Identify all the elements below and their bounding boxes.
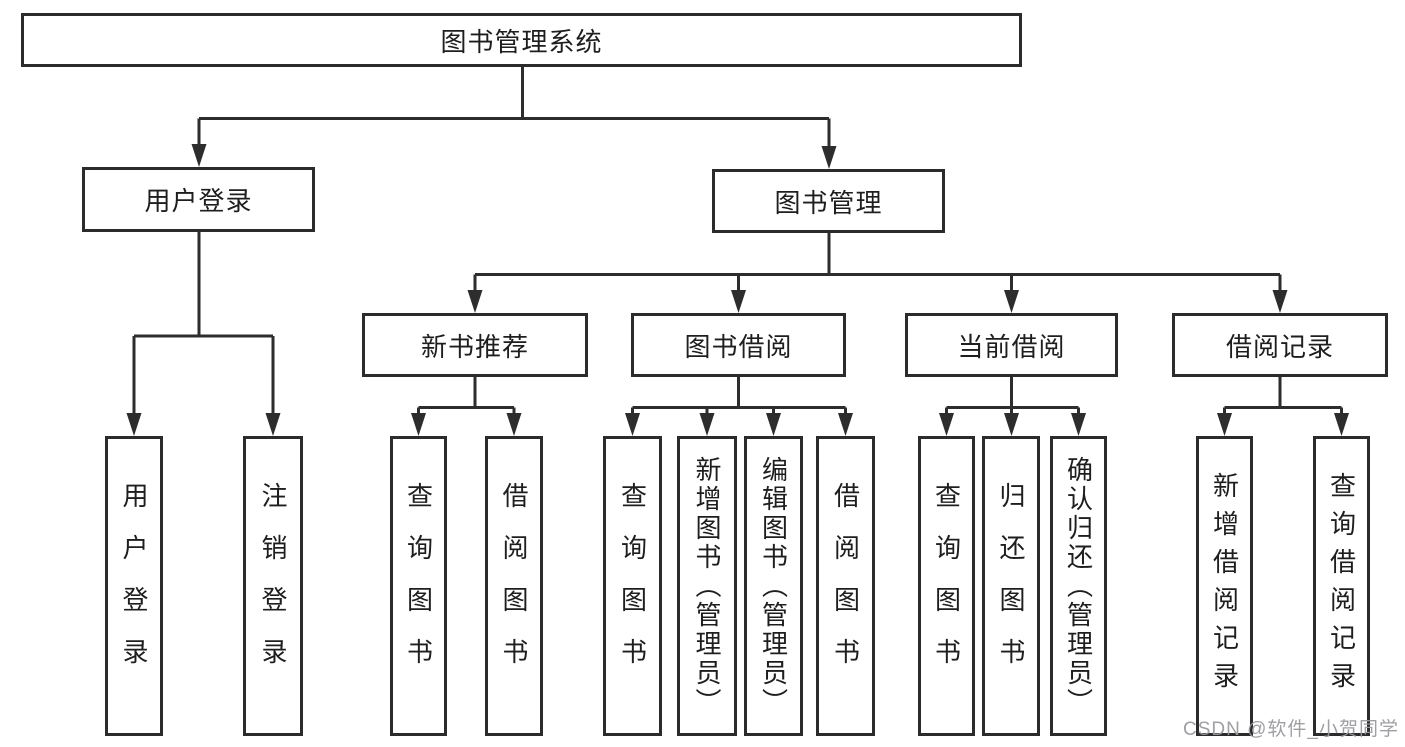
- node-borrow-records: 借阅记录: [1172, 313, 1388, 377]
- node-library-management-system: 图书管理系统: [21, 13, 1022, 67]
- connector-current-borrow-to-leaves: [939, 377, 1086, 436]
- leaf-query-books-recommend: 查询图书: [390, 436, 447, 736]
- leaf-logout: 注销登录: [243, 436, 303, 736]
- leaf-add-borrow-record: 新增借阅记录: [1196, 436, 1253, 736]
- connector-user-login-to-leaves: [126, 232, 281, 436]
- leaf-query-books-current: 查询图书: [918, 436, 975, 736]
- leaf-confirm-return-admin: 确认归还（管理员）: [1050, 436, 1107, 736]
- leaf-add-book-admin: 新增图书（管理员）: [677, 436, 737, 736]
- node-new-book-recommend: 新书推荐: [362, 313, 588, 377]
- connector-borrow-records-to-leaves: [1217, 377, 1349, 436]
- leaf-return-books: 归还图书: [982, 436, 1040, 736]
- node-book-management: 图书管理: [712, 169, 945, 233]
- connector-book-management-to-level3: [467, 233, 1288, 313]
- connector-new-book-to-leaves: [411, 377, 522, 436]
- connector-root-to-level2: [191, 65, 837, 169]
- connector-book-borrow-to-leaves: [625, 377, 853, 436]
- leaf-borrow-books: 借阅图书: [816, 436, 875, 736]
- leaf-user-login: 用户登录: [105, 436, 163, 736]
- leaf-edit-book-admin: 编辑图书（管理员）: [744, 436, 803, 736]
- watermark: CSDN @软件_小贺同学: [1183, 719, 1399, 740]
- leaf-query-books-borrow: 查询图书: [603, 436, 662, 736]
- node-book-borrow: 图书借阅: [631, 313, 846, 377]
- node-user-login: 用户登录: [82, 167, 315, 232]
- leaf-borrow-books-recommend: 借阅图书: [485, 436, 543, 736]
- node-current-borrow: 当前借阅: [905, 313, 1118, 377]
- leaf-query-borrow-record: 查询借阅记录: [1313, 436, 1370, 736]
